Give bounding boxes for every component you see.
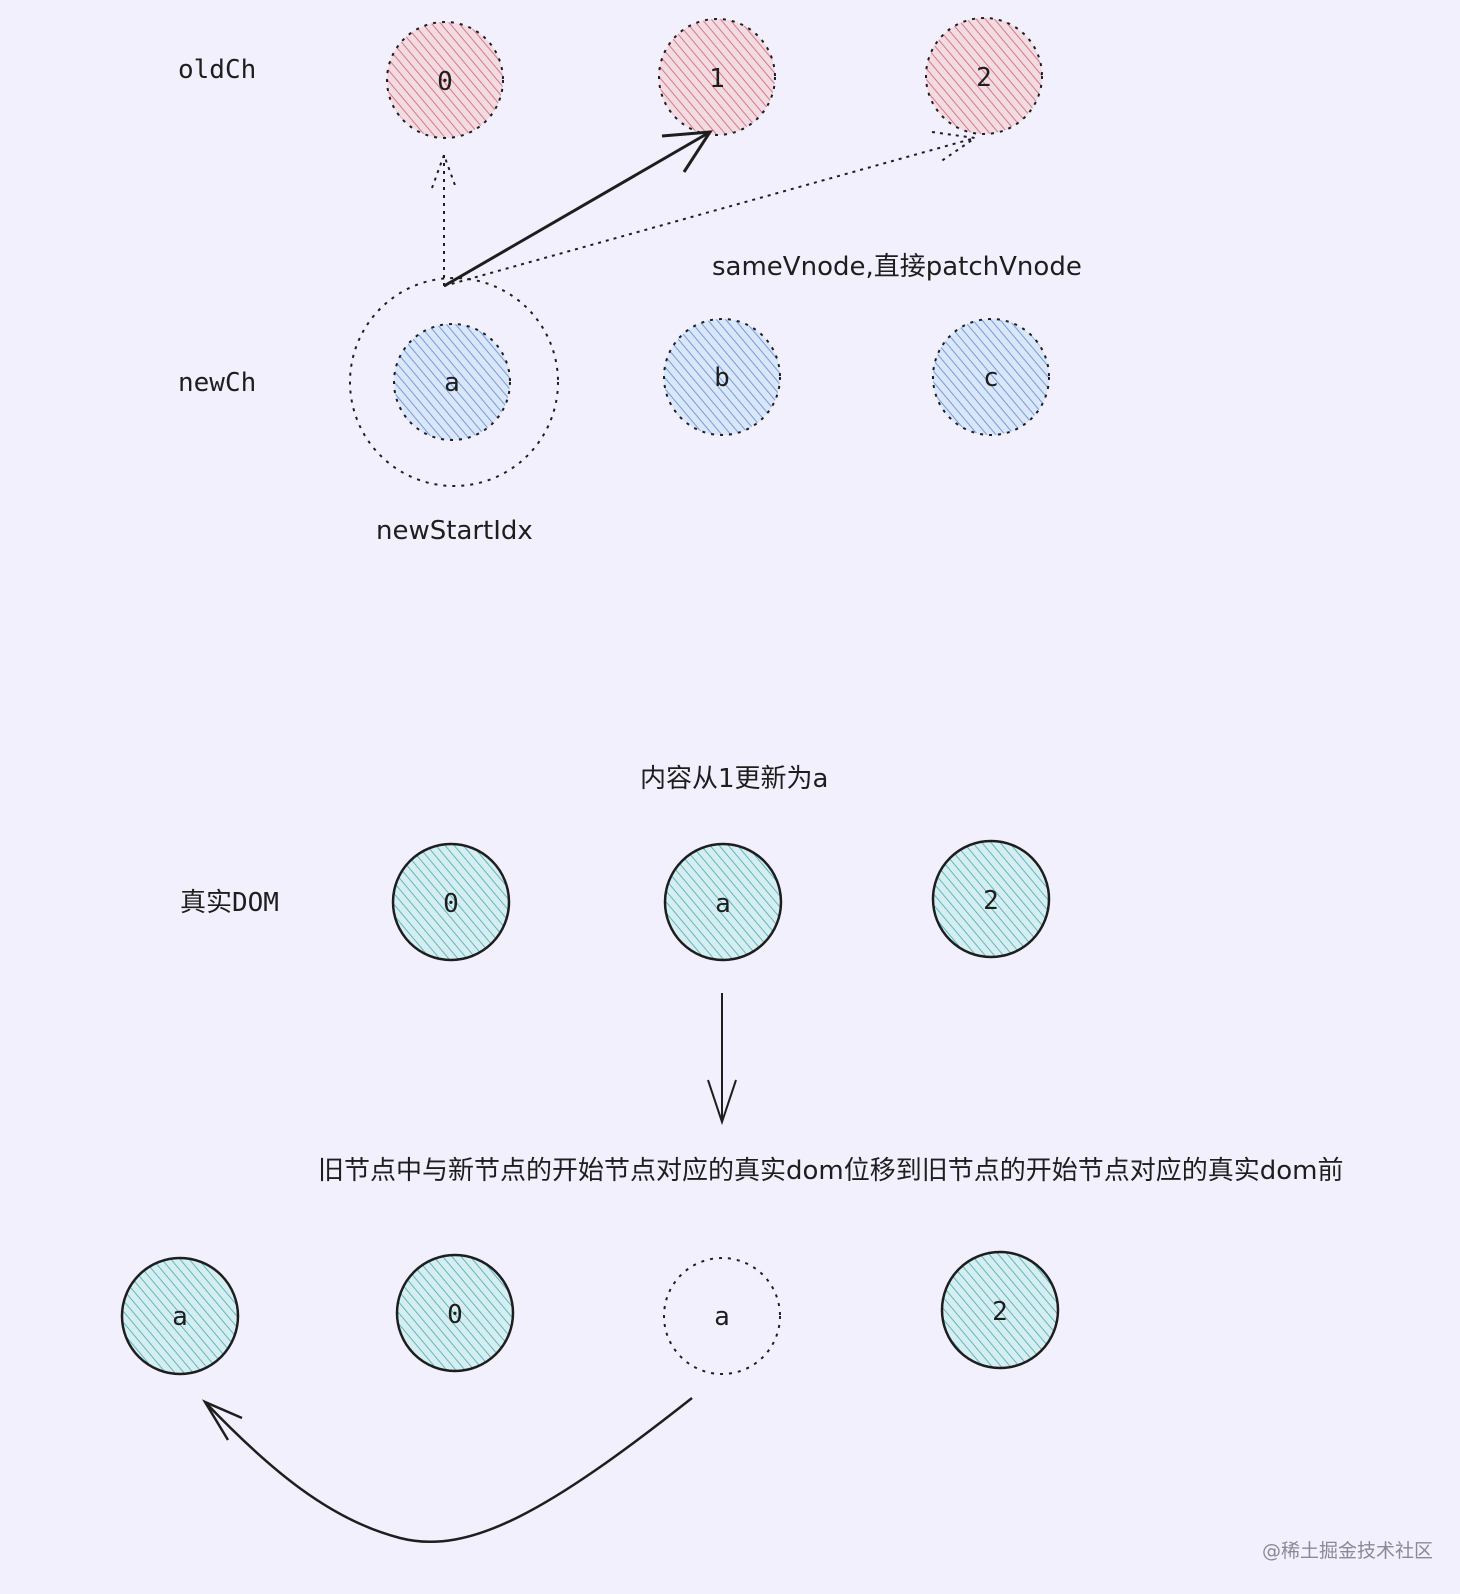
result-node-0-label: 0 xyxy=(447,1300,463,1330)
move-description: 旧节点中与新节点的开始节点对应的真实dom位移到旧节点的开始节点对应的真实dom… xyxy=(318,1156,1344,1186)
new-node-c-label: c xyxy=(983,363,999,393)
old-node-2: 2 xyxy=(925,17,1043,135)
result-node-a-moved: a xyxy=(120,1256,240,1376)
real-dom-label: 真实DOM xyxy=(180,888,279,918)
new-start-highlight-ring xyxy=(349,277,559,487)
new-node-b-label: b xyxy=(714,363,730,393)
old-node-2-label: 2 xyxy=(976,63,992,93)
same-vnode-note: sameVnode,直接patchVnode xyxy=(712,252,1082,282)
result-node-a-ghost-label: a xyxy=(714,1302,730,1332)
new-node-c: c xyxy=(932,318,1050,436)
compare-arrow-old-start xyxy=(431,152,457,286)
dom-node-2: 2 xyxy=(931,839,1051,959)
dom-node-0: 0 xyxy=(391,842,511,962)
new-node-a-label: a xyxy=(444,368,460,398)
old-ch-label: oldCh xyxy=(178,55,257,85)
result-node-a-moved-label: a xyxy=(172,1302,188,1332)
dom-node-0-label: 0 xyxy=(443,889,459,919)
old-node-1: 1 xyxy=(658,18,776,136)
result-node-0: 0 xyxy=(395,1253,515,1373)
old-node-0: 0 xyxy=(386,21,504,139)
new-ch-label: newCh xyxy=(178,368,257,398)
result-node-2: 2 xyxy=(940,1250,1060,1370)
new-node-b: b xyxy=(663,318,781,436)
new-start-idx-label: newStartIdx xyxy=(376,516,533,546)
old-node-1-label: 1 xyxy=(709,64,725,94)
result-node-2-label: 2 xyxy=(992,1297,1008,1327)
dom-node-a-label: a xyxy=(715,889,731,919)
dom-node-a: a xyxy=(663,842,783,962)
new-node-a: a xyxy=(393,323,511,441)
dom-node-2-label: 2 xyxy=(983,886,999,916)
down-arrow xyxy=(707,993,737,1126)
result-node-a-ghost: a xyxy=(663,1257,781,1375)
match-arrow-solid xyxy=(443,130,713,288)
move-arrow xyxy=(201,1397,693,1543)
watermark: @稀土掘金技术社区 xyxy=(1262,1540,1434,1562)
content-update-note: 内容从1更新为a xyxy=(640,764,829,794)
old-node-0-label: 0 xyxy=(437,67,453,97)
